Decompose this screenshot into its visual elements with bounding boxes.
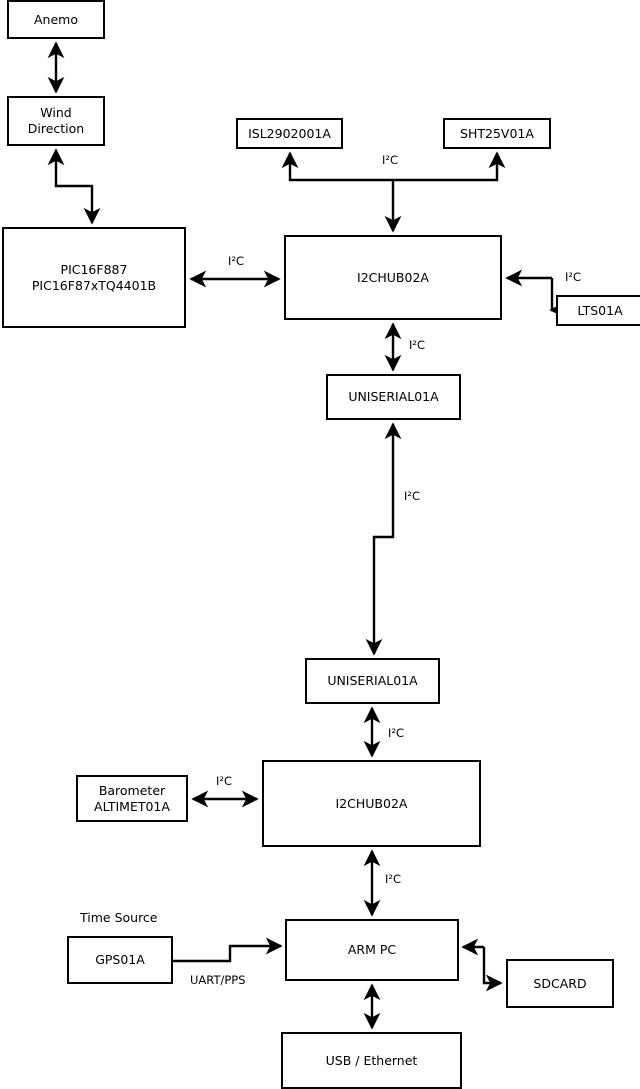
node-uniserial01a-top[interactable]: UNISERIAL01A bbox=[326, 374, 461, 420]
node-label: I2CHUB02A bbox=[335, 795, 408, 811]
node-sht25v01a[interactable]: SHT25V01A bbox=[443, 118, 551, 149]
node-label: LTS01A bbox=[577, 302, 623, 318]
node-label: SDCARD bbox=[533, 975, 587, 991]
edge-label-hub-to-armpc: I²C bbox=[385, 872, 402, 886]
wire-bus-to-isl bbox=[281, 151, 393, 182]
wire-bus-to-sht bbox=[393, 151, 506, 182]
node-label: I2CHUB02A bbox=[357, 269, 429, 285]
node-isl2902001a[interactable]: ISL2902001A bbox=[236, 118, 343, 149]
wire-uniserial-link bbox=[365, 422, 402, 656]
node-i2chub02a-bottom[interactable]: I2CHUB02A bbox=[262, 760, 481, 847]
node-label: USB / Ethernet bbox=[325, 1052, 418, 1068]
wire-wind-pic bbox=[47, 148, 101, 225]
node-label: UNISERIAL01A bbox=[327, 673, 418, 688]
wire-gps-armpc bbox=[173, 937, 283, 963]
label-time-source: Time Source bbox=[80, 910, 158, 925]
node-uniserial01a-bottom[interactable]: UNISERIAL01A bbox=[305, 658, 440, 704]
node-label: PIC16F887 PIC16F87xTQ4401B bbox=[31, 261, 157, 293]
node-sdcard[interactable]: SDCARD bbox=[506, 959, 614, 1008]
node-label: Anemo bbox=[34, 11, 78, 27]
node-usb-ethernet[interactable]: USB / Ethernet bbox=[281, 1032, 462, 1089]
wire-armpc-to-sdcard bbox=[482, 947, 503, 992]
node-label: Wind Direction bbox=[27, 105, 85, 136]
edge-label-hub-to-uniserial: I²C bbox=[409, 338, 426, 352]
node-wind-direction[interactable]: Wind Direction bbox=[7, 96, 105, 146]
node-label: ARM PC bbox=[347, 942, 397, 957]
node-label: SHT25V01A bbox=[460, 125, 534, 141]
node-arm-pc[interactable]: ARM PC bbox=[285, 919, 459, 981]
node-label: UNISERIAL01A bbox=[348, 389, 439, 404]
edge-label-hub-to-lts: I²C bbox=[565, 270, 582, 284]
node-label: Barometer ALTIMET01A bbox=[94, 782, 170, 814]
node-label: GPS01A bbox=[95, 952, 145, 967]
edge-label-gps-uart-pps: UART/PPS bbox=[190, 973, 246, 987]
node-gps01a[interactable]: GPS01A bbox=[67, 936, 173, 984]
edge-label-pic-to-hub: I²C bbox=[228, 254, 245, 268]
edge-label-uniserial-to-hub: I²C bbox=[388, 726, 405, 740]
edge-label-barometer-to-hub: I²C bbox=[216, 774, 233, 788]
node-lts01a[interactable]: LTS01A bbox=[556, 295, 640, 326]
node-label: ISL2902001A bbox=[248, 125, 331, 141]
wire-hub-to-lts bbox=[549, 278, 567, 319]
node-i2chub02a-top[interactable]: I2CHUB02A bbox=[284, 235, 502, 320]
edge-label-isl-sht-bus: I²C bbox=[382, 153, 399, 167]
edge-label-uniserial-link: I²C bbox=[404, 489, 421, 503]
node-barometer-altimet01a[interactable]: Barometer ALTIMET01A bbox=[76, 775, 188, 822]
node-anemo[interactable]: Anemo bbox=[7, 0, 105, 39]
node-pic-mcu[interactable]: PIC16F887 PIC16F87xTQ4401B bbox=[2, 227, 186, 328]
